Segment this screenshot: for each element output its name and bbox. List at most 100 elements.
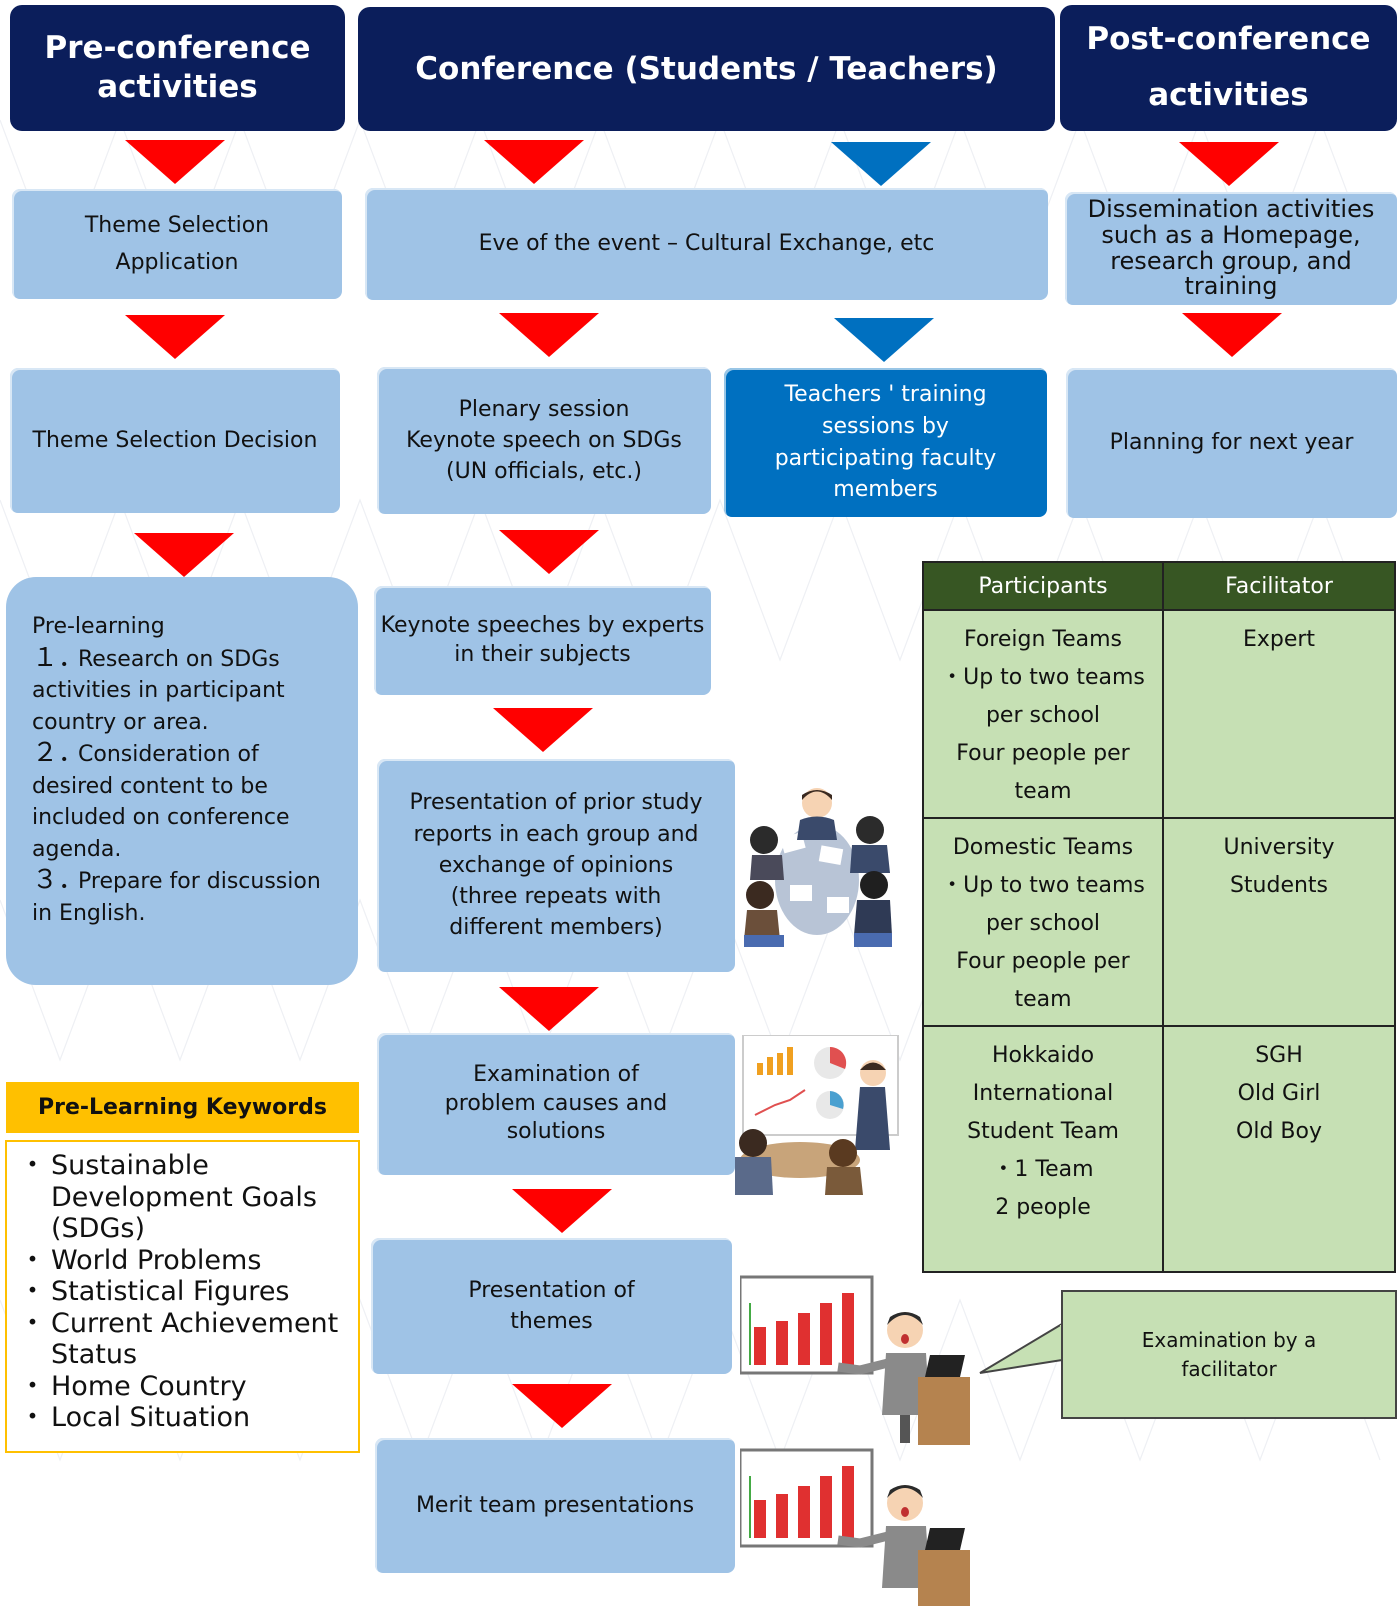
pre-learning-text-1: Research on SDGs activities in participa… <box>32 646 285 735</box>
header-pre-line1: Pre-conference <box>44 30 311 67</box>
header-post-conference: Post-conference activities <box>1060 5 1397 131</box>
eve-of-event-label: Eve of the event – Cultural Exchange, et… <box>478 231 935 257</box>
cell-line: 2 people <box>995 1195 1091 1220</box>
dissemination-line3: research group, and <box>1110 246 1352 275</box>
callout-line2: facilitator <box>1181 1356 1277 1381</box>
prior-line4: (three repeats with <box>450 884 662 910</box>
pre-learning-num-2: ２． <box>32 738 85 768</box>
keyword-line: Sustainable <box>51 1150 209 1181</box>
keyword-item: Local Situation <box>19 1402 348 1434</box>
eve-of-event-box: Eve of the event – Cultural Exchange, et… <box>365 188 1048 300</box>
arrow-down-post-1 <box>1179 142 1279 186</box>
header-pre-line2: activities <box>97 69 258 105</box>
arrow-down-conf-5 <box>499 987 599 1031</box>
planning-next-year-box: Planning for next year <box>1066 368 1397 518</box>
keyword-line: Statistical Figures <box>51 1276 290 1307</box>
presentation-prior-study-box: Presentation of prior study reports in e… <box>377 759 735 972</box>
merit-label: Merit team presentations <box>415 1492 695 1518</box>
dissemination-line1: Dissemination activities <box>1087 194 1375 223</box>
prior-line1: Presentation of prior study <box>409 790 703 816</box>
cell-line: ・Up to two teams <box>941 665 1145 690</box>
header-conference-label: Conference (Students / Teachers) <box>415 50 998 87</box>
keywords-list: Sustainable Development Goals (SDGs) Wor… <box>5 1140 360 1453</box>
presenter-illustration-icon <box>740 1448 970 1606</box>
table-header-facilitator: Facilitator <box>1162 561 1396 611</box>
arrow-down-teachers-2 <box>834 318 934 362</box>
arrow-down-conf-7 <box>512 1384 612 1428</box>
theme-selection-decision-box: Theme Selection Decision <box>10 368 340 513</box>
cell-line: per school <box>985 703 1101 728</box>
callout-line1: Examination by a <box>1141 1327 1317 1352</box>
pre-learning-item-3: ３．Prepare for discussion in English. <box>32 865 338 929</box>
keynote-experts-line1: Keynote speeches by experts <box>380 612 705 638</box>
keywords-title-label: Pre-Learning Keywords <box>38 1095 327 1120</box>
table-header-row: Participants Facilitator <box>922 561 1396 611</box>
arrow-down-teachers-1 <box>831 142 931 186</box>
pre-learning-num-3: ３． <box>32 865 85 895</box>
dissemination-line2: such as a Homepage, <box>1101 220 1361 249</box>
table-cell-participants: Foreign Teams ・Up to two teams per schoo… <box>922 609 1164 819</box>
pre-learning-title: Pre-learning <box>32 614 165 639</box>
plenary-line1: Plenary session <box>458 396 630 422</box>
table-row: Foreign Teams ・Up to two teams per schoo… <box>922 609 1396 819</box>
teachers-line4: members <box>833 477 938 503</box>
cell-line: Foreign Teams <box>963 627 1123 652</box>
arrow-down-pre-2 <box>125 315 225 359</box>
cell-line: Students <box>1229 873 1329 898</box>
keyword-line: (SDGs) <box>51 1213 145 1244</box>
arrow-down-conf-4 <box>493 708 593 752</box>
keyword-line: Status <box>51 1339 138 1370</box>
teachers-line2: sessions by <box>822 413 949 439</box>
table-row: Hokkaido International Student Team ・1 T… <box>922 1025 1396 1273</box>
discussion-illustration-icon <box>735 1035 899 1195</box>
theme-selection-line1: Theme Selection <box>84 212 270 238</box>
cell-line: ・Up to two teams <box>941 873 1145 898</box>
presentation-themes-box: Presentation of themes <box>371 1238 732 1374</box>
table-cell-facilitator: University Students <box>1162 817 1396 1027</box>
cell-line: ・1 Team <box>992 1157 1094 1182</box>
arrow-down-pre-1 <box>125 140 225 184</box>
arrow-down-post-2 <box>1182 313 1282 357</box>
plenary-line2: Keynote speech on SDGs <box>406 427 682 453</box>
dissemination-box: Dissemination activities such as a Homep… <box>1065 192 1397 305</box>
planning-label: Planning for next year <box>1109 430 1354 456</box>
arrow-down-conf-1 <box>484 140 584 184</box>
pre-learning-num-1: １． <box>32 642 85 673</box>
table-cell-facilitator: Expert <box>1162 609 1396 819</box>
examination-line1: Examination of <box>473 1062 639 1088</box>
pre-learning-item-2: ２．Consideration of desired content to be… <box>32 738 338 865</box>
cell-line: Old Boy <box>1236 1119 1322 1144</box>
examination-line3: solutions <box>506 1119 606 1145</box>
plenary-line3: (UN officials, etc.) <box>446 459 642 485</box>
keywords-title: Pre-Learning Keywords <box>6 1082 359 1133</box>
pre-learning-item-1: １．Research on SDGs activities in partici… <box>32 643 338 739</box>
prior-line2: reports in each group and <box>413 821 699 847</box>
keynote-experts-line2: in their subjects <box>454 641 631 667</box>
header-conference: Conference (Students / Teachers) <box>358 7 1055 131</box>
keynote-experts-box: Keynote speeches by experts in their sub… <box>374 586 711 695</box>
keyword-item: Statistical Figures <box>19 1276 348 1308</box>
examination-line2: problem causes and <box>444 1090 668 1116</box>
examination-box: Examination of problem causes and soluti… <box>377 1033 735 1175</box>
dissemination-line4: training <box>1184 272 1278 301</box>
cell-line: SGH <box>1255 1043 1303 1068</box>
themes-line2: themes <box>510 1309 593 1334</box>
arrow-down-conf-2 <box>499 313 599 357</box>
theme-selection-application-box: Theme Selection Application <box>12 189 342 299</box>
pre-learning-text-2: Consideration of desired content to be i… <box>32 742 290 862</box>
themes-line1: Presentation of <box>468 1277 635 1303</box>
cell-line: per school <box>985 911 1101 936</box>
teachers-line3: participating faculty <box>774 445 997 471</box>
callout-pointer <box>979 1322 1064 1374</box>
meeting-illustration-icon <box>744 788 892 947</box>
header-pre-conference: Pre-conference activities <box>10 5 345 131</box>
presenter-illustration-icon <box>740 1275 970 1445</box>
keyword-item: Current Achievement Status <box>19 1308 348 1371</box>
plenary-session-box: Plenary session Keynote speech on SDGs (… <box>377 367 711 514</box>
teachers-training-box: Teachers ' training sessions by particip… <box>724 368 1047 517</box>
cell-line: International <box>972 1081 1114 1106</box>
prior-line3: exchange of opinions <box>438 852 674 878</box>
arrow-down-conf-6 <box>512 1189 612 1233</box>
cell-line: Hokkaido <box>991 1043 1095 1068</box>
cell-line: team <box>1014 779 1072 804</box>
